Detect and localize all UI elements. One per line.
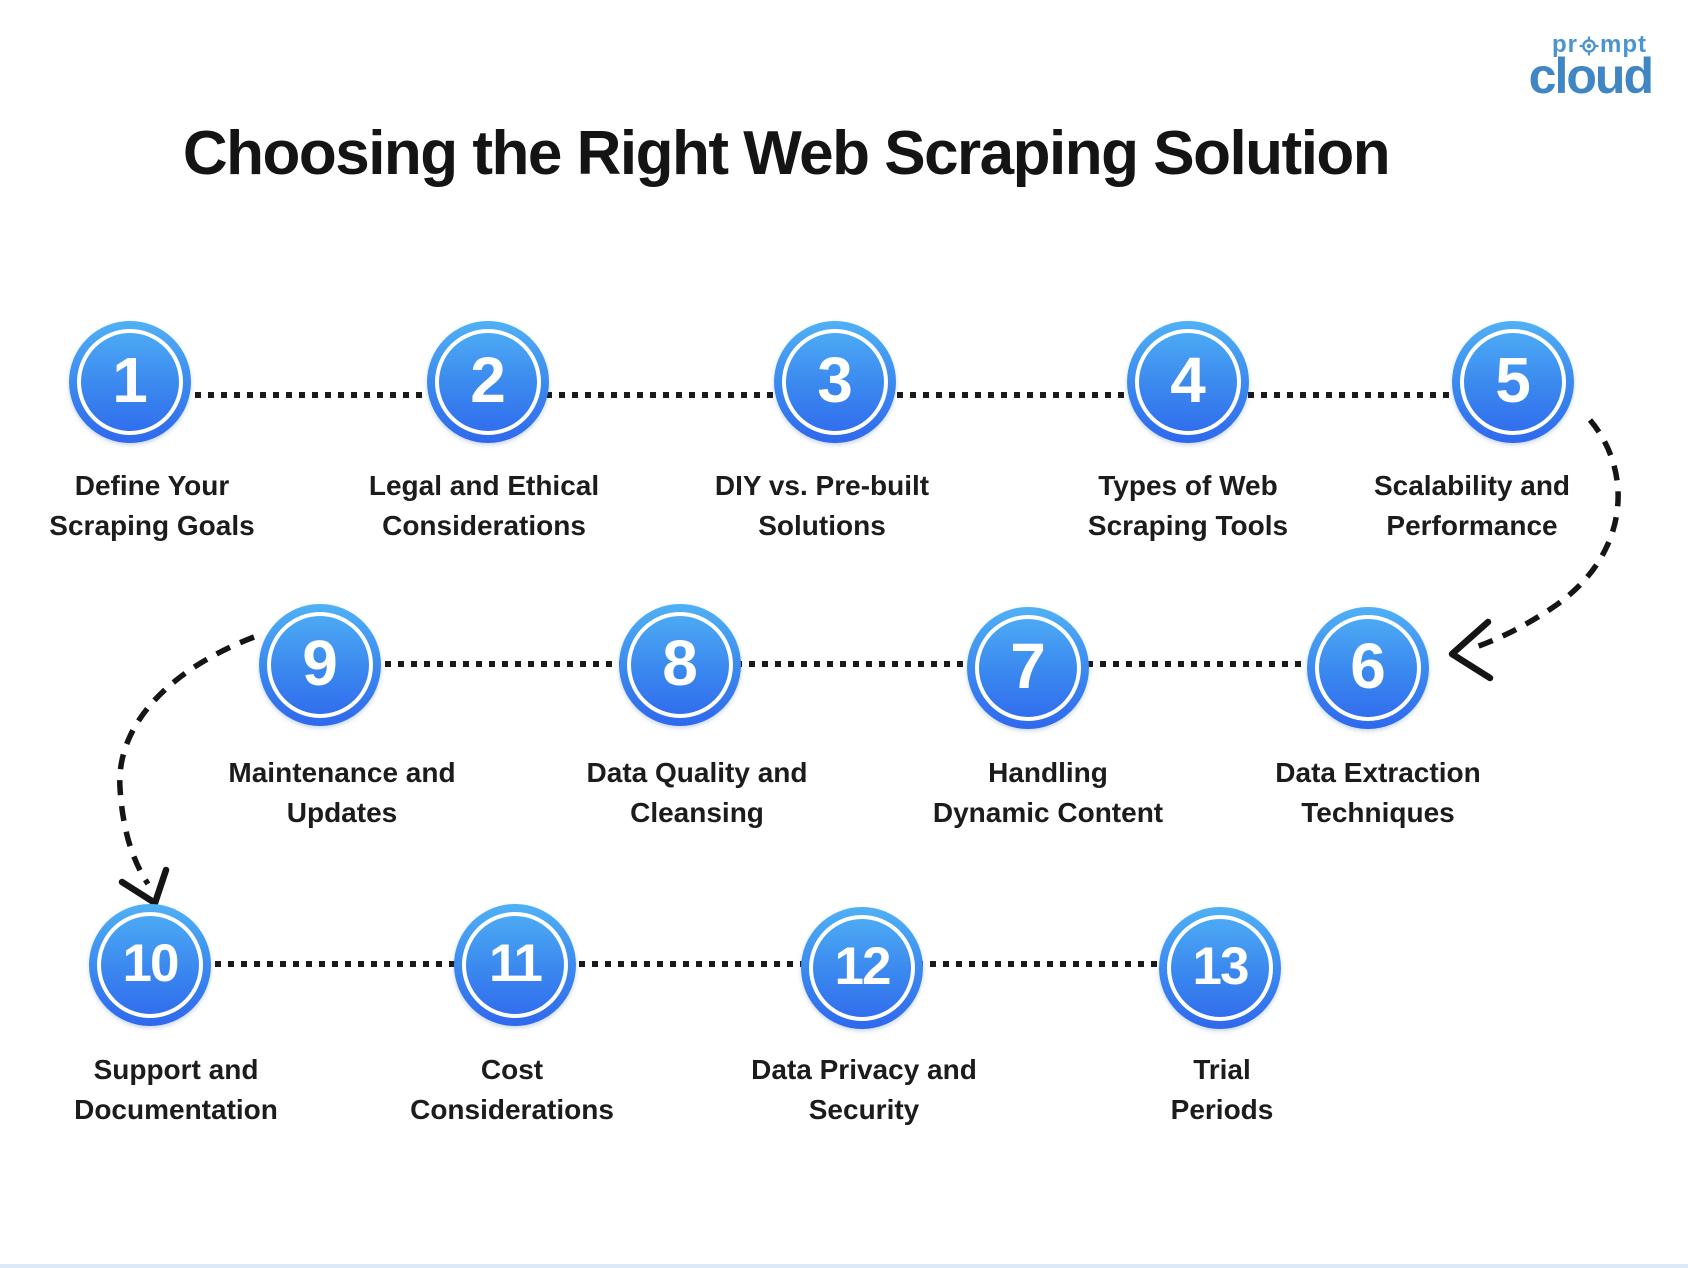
step-12-circle: 12 [801,907,923,1029]
page-title: Choosing the Right Web Scraping Solution [182,119,1391,188]
step-9-circle: 9 [259,604,381,726]
step-number: 3 [817,344,853,416]
step-number: 5 [1495,344,1531,416]
step-number: 2 [470,344,506,416]
step-2-circle: 2 [427,321,549,443]
logo-prompt-pre: pr [1552,31,1578,58]
step-4-circle: 4 [1127,321,1249,443]
step-number: 8 [662,627,698,699]
step-number: 7 [1010,630,1046,702]
step-7-circle: 7 [967,607,1089,729]
step-number: 9 [302,627,338,699]
step-13-circle: 13 [1159,907,1281,1029]
cloud-shape-icon [1619,73,1651,114]
step-3-circle: 3 [774,321,896,443]
step-number: 12 [834,936,892,996]
curved-arrow-right-icon [1448,418,1621,682]
target-icon [1579,36,1599,56]
dotted-connector-row2 [320,661,1368,667]
step-number: 6 [1350,630,1386,702]
step-6-circle: 6 [1307,607,1429,729]
logo-prompt-post: mpt [1600,31,1647,58]
dotted-connector-row3 [150,961,1220,967]
step-11-circle: 11 [454,904,576,1026]
step-10-circle: 10 [89,904,211,1026]
bottom-strip [0,1264,1688,1268]
step-number: 1 [112,344,148,416]
logo-cloud-text: cloud [1528,48,1654,104]
step-5-circle: 5 [1452,321,1574,443]
step-number: 13 [1192,936,1250,996]
step-number: 4 [1170,344,1206,416]
step-number: 11 [488,933,543,993]
step-8-circle: 8 [619,604,741,726]
step-1-circle: 1 [69,321,191,443]
step-number: 10 [122,933,180,993]
logo-cloud-line: cloud [1528,48,1654,114]
